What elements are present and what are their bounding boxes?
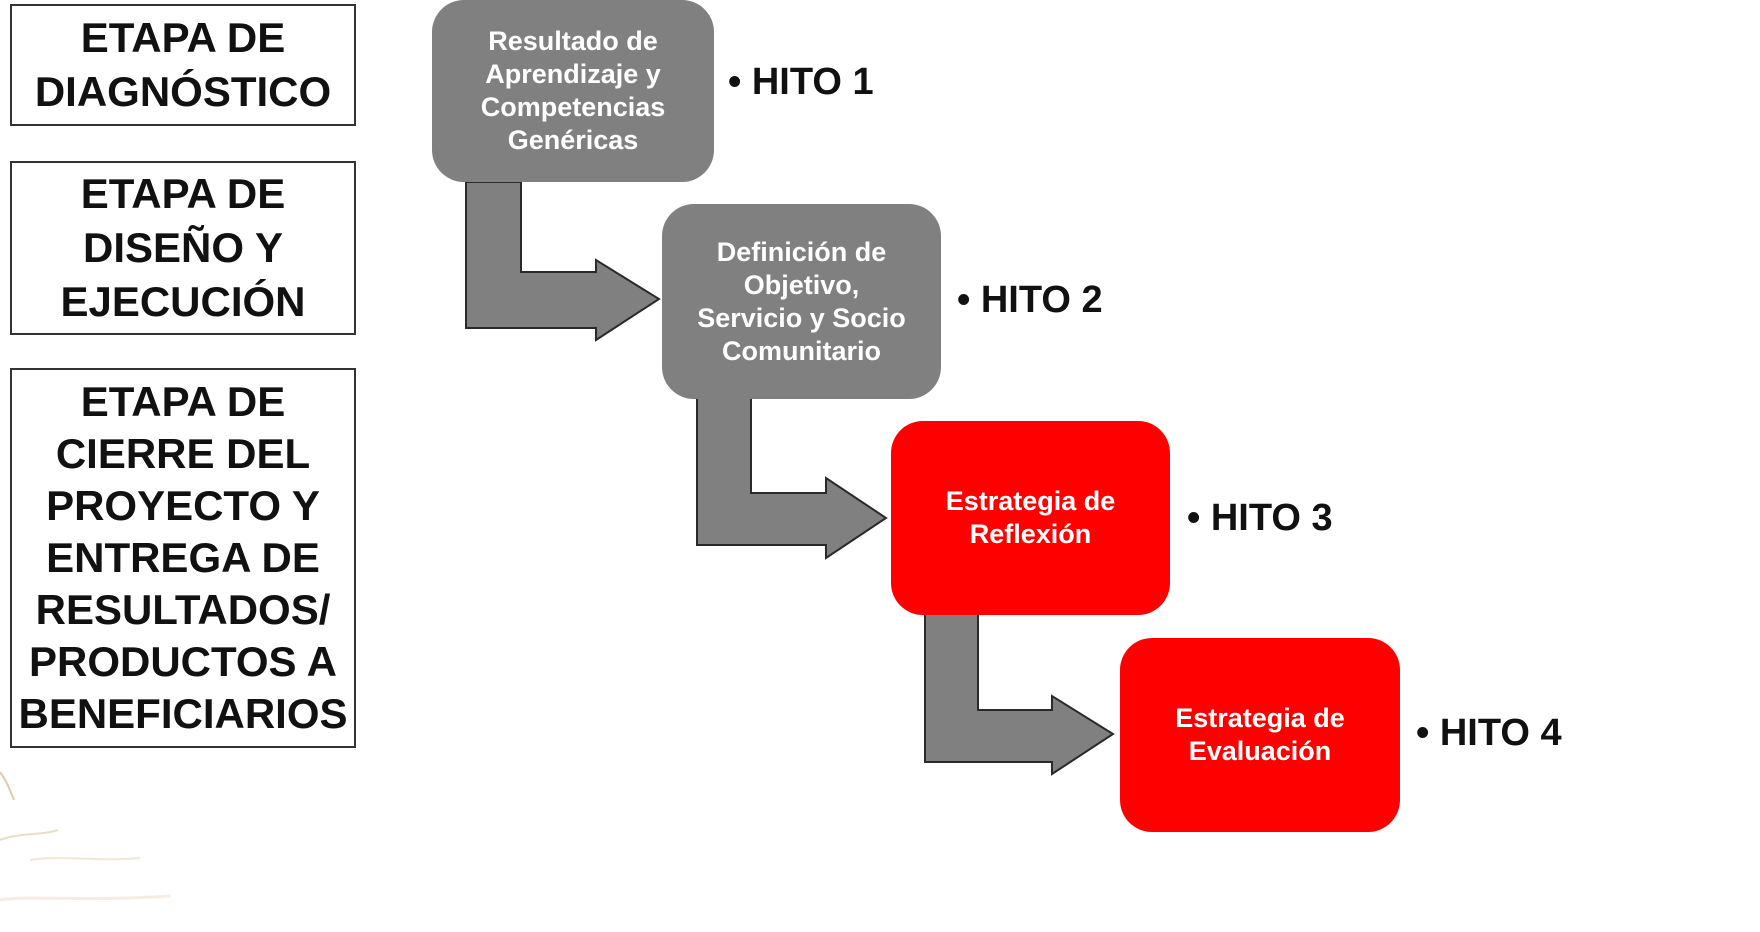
step-line: Comunitario [722,335,881,366]
step-definicion-objetivo: Definición de Objetivo, Servicio y Socio… [662,204,941,399]
stage-line: BENEFICIARIOS [18,690,348,737]
stage-line: ENTREGA DE [46,534,320,581]
stage-line: ETAPA DE [80,14,286,61]
stage-line: ETAPA DE [80,378,286,425]
step-estrategia-reflexion: Estrategia de Reflexión [891,421,1170,615]
arrow-1-to-2 [465,181,661,342]
hito-3-label: • HITO 3 [1187,497,1333,539]
hito-1-label: • HITO 1 [728,61,874,103]
stage-line: DISEÑO Y [83,224,283,271]
stage-box-cierre: ETAPA DE CIERRE DEL PROYECTO Y ENTREGA D… [10,368,356,748]
step-line: Competencias [480,92,666,122]
stage-line: PROYECTO Y [46,482,320,529]
hito-2-label: • HITO 2 [957,279,1103,321]
stage-box-diseno-ejecucion: ETAPA DE DISEÑO Y EJECUCIÓN [10,161,356,335]
step-line: Objetivo, [743,269,860,300]
step-line: Genéricas [507,125,639,155]
step-resultado-aprendizaje: Resultado de Aprendizaje y Competencias … [432,0,714,182]
step-estrategia-evaluacion: Estrategia de Evaluación [1120,638,1400,832]
stage-line: CIERRE DEL [55,430,311,477]
step-line: Evaluación [1188,736,1332,766]
stage-line: ETAPA DE [80,170,286,217]
step-line: Aprendizaje y [485,59,661,89]
step-line: Definición de [716,236,887,267]
hito-4-label: • HITO 4 [1416,712,1562,754]
stage-line: DIAGNÓSTICO [34,68,332,115]
arrow-3-to-4 [924,613,1115,776]
stage-line: PRODUCTOS A [28,638,338,685]
step-line: Servicio y Socio [697,302,906,333]
step-line: Resultado de [488,26,658,56]
stage-line: EJECUCIÓN [60,278,306,325]
step-line: Reflexión [969,519,1092,549]
arrow-2-to-3 [696,397,888,560]
step-line: Estrategia de [945,486,1116,516]
step-line: Estrategia de [1175,703,1345,733]
stage-box-diagnostico: ETAPA DE DIAGNÓSTICO [10,4,356,126]
stage-line: RESULTADOS/ [35,586,331,633]
